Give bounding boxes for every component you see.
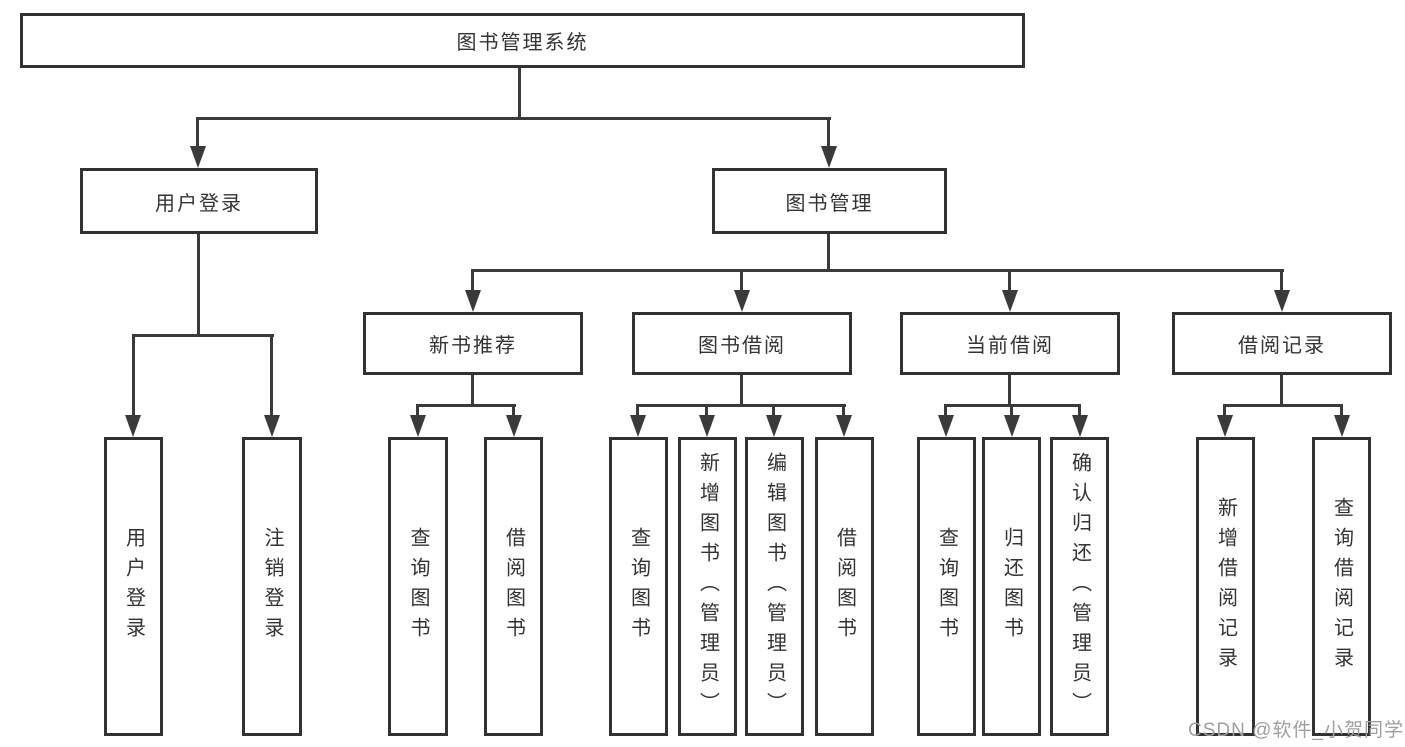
connector-line bbox=[944, 404, 947, 417]
arrow-down-icon bbox=[465, 290, 481, 312]
leaf-query-books-borrowing: 查询图书 bbox=[609, 437, 668, 736]
connector-line bbox=[1340, 404, 1343, 417]
node-label: 查询图书 bbox=[627, 526, 650, 647]
arrow-down-icon bbox=[734, 290, 750, 312]
connector-line bbox=[132, 334, 274, 337]
connector-line bbox=[827, 234, 830, 271]
node-label: 新书推荐 bbox=[429, 335, 517, 357]
arrow-down-icon bbox=[699, 415, 715, 437]
node-book-management: 图书管理 bbox=[712, 168, 947, 234]
arrow-down-icon bbox=[506, 415, 522, 437]
connector-line bbox=[197, 234, 200, 335]
connector-line bbox=[132, 334, 135, 416]
node-label: 图书借阅 bbox=[698, 335, 786, 357]
connector-line bbox=[636, 404, 846, 407]
node-label: 借阅图书 bbox=[833, 526, 856, 647]
connector-line bbox=[196, 117, 199, 148]
arrow-down-icon bbox=[821, 146, 837, 168]
node-label: 借阅图书 bbox=[502, 526, 525, 647]
node-label: 归还图书 bbox=[1000, 526, 1023, 647]
node-label: 用户登录 bbox=[155, 192, 243, 215]
arrow-down-icon bbox=[630, 415, 646, 437]
arrow-down-icon bbox=[1274, 290, 1290, 312]
node-label: 编辑图书（管理员） bbox=[763, 451, 786, 722]
leaf-query-books-recommend: 查询图书 bbox=[388, 437, 448, 736]
leaf-confirm-return-admin: 确认归还（管理员） bbox=[1050, 437, 1109, 736]
arrow-down-icon bbox=[1334, 415, 1350, 437]
node-label: 借阅记录 bbox=[1238, 335, 1326, 357]
leaf-borrow-books-recommend: 借阅图书 bbox=[484, 437, 543, 736]
csdn-watermark: CSDN @软件_小贺同学 bbox=[1188, 720, 1404, 741]
connector-line bbox=[1008, 269, 1011, 292]
connector-line bbox=[270, 334, 273, 416]
node-label: 新增借阅记录 bbox=[1214, 496, 1237, 677]
node-label: 新增图书（管理员） bbox=[696, 451, 719, 722]
node-root-library-management-system: 图书管理系统 bbox=[20, 13, 1025, 68]
leaf-user-login: 用户登录 bbox=[104, 437, 163, 736]
node-current-borrowing: 当前借阅 bbox=[900, 312, 1120, 375]
arrow-down-icon bbox=[1002, 290, 1018, 312]
node-label: 图书管理系统 bbox=[456, 32, 589, 54]
leaf-return-book: 归还图书 bbox=[982, 437, 1041, 736]
connector-line bbox=[827, 117, 830, 148]
connector-line bbox=[1280, 269, 1283, 292]
leaf-borrow-books: 借阅图书 bbox=[815, 437, 874, 736]
node-label: 注销登录 bbox=[261, 526, 283, 647]
leaf-logout: 注销登录 bbox=[242, 437, 302, 736]
node-user-login: 用户登录 bbox=[80, 168, 318, 234]
connector-line bbox=[416, 404, 516, 407]
node-label: 用户登录 bbox=[122, 526, 145, 647]
connector-line bbox=[1223, 404, 1343, 407]
connector-line bbox=[1280, 375, 1283, 405]
connector-line bbox=[196, 117, 831, 120]
connector-line bbox=[842, 404, 845, 417]
node-label: 当前借阅 bbox=[966, 335, 1054, 357]
arrow-down-icon bbox=[1072, 415, 1088, 437]
node-label: 确认归还（管理员） bbox=[1068, 451, 1091, 722]
leaf-add-borrow-record: 新增借阅记录 bbox=[1196, 437, 1255, 736]
arrow-down-icon bbox=[125, 415, 141, 437]
arrow-down-icon bbox=[836, 415, 852, 437]
arrow-down-icon bbox=[264, 415, 280, 437]
leaf-edit-book-admin: 编辑图书（管理员） bbox=[745, 437, 804, 736]
node-borrowing-records: 借阅记录 bbox=[1172, 312, 1392, 375]
connector-line bbox=[1010, 404, 1013, 417]
arrow-down-icon bbox=[410, 415, 426, 437]
leaf-query-borrow-record: 查询借阅记录 bbox=[1312, 437, 1371, 736]
connector-line bbox=[636, 404, 639, 417]
arrow-down-icon bbox=[938, 415, 954, 437]
node-book-borrowing: 图书借阅 bbox=[632, 312, 852, 375]
arrow-down-icon bbox=[190, 146, 206, 168]
connector-line bbox=[471, 269, 474, 292]
node-label: 查询图书 bbox=[935, 526, 958, 647]
node-label: 查询借阅记录 bbox=[1330, 496, 1353, 677]
connector-line bbox=[1008, 375, 1011, 405]
connector-line bbox=[705, 404, 708, 417]
arrow-down-icon bbox=[1217, 415, 1233, 437]
connector-line bbox=[740, 375, 743, 405]
node-label: 查询图书 bbox=[407, 526, 429, 647]
connector-line bbox=[471, 269, 1284, 272]
connector-line bbox=[772, 404, 775, 417]
connector-line bbox=[512, 404, 515, 417]
connector-line bbox=[416, 404, 419, 417]
connector-line bbox=[518, 68, 521, 118]
connector-line bbox=[740, 269, 743, 292]
leaf-query-books-current: 查询图书 bbox=[917, 437, 976, 736]
arrow-down-icon bbox=[1004, 415, 1020, 437]
connector-line bbox=[1223, 404, 1226, 417]
connector-line bbox=[1078, 404, 1081, 417]
node-label: 图书管理 bbox=[785, 192, 874, 215]
leaf-add-book-admin: 新增图书（管理员） bbox=[678, 437, 737, 736]
connector-line bbox=[471, 375, 474, 405]
arrow-down-icon bbox=[766, 415, 782, 437]
node-new-book-recommend: 新书推荐 bbox=[363, 312, 583, 375]
